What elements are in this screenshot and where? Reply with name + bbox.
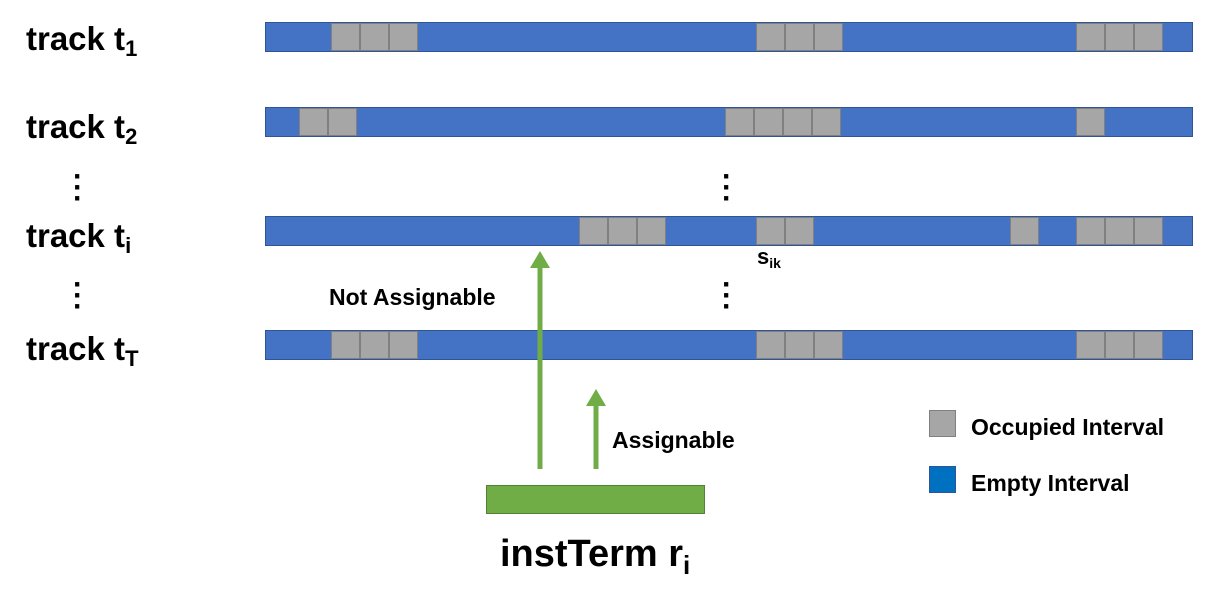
track-bar-2: [265, 107, 1193, 137]
occupied-cell: [1134, 23, 1163, 51]
not-assignable-label: Not Assignable: [329, 284, 496, 310]
not-assignable-arrowhead: [530, 251, 550, 268]
occupied-cell: [1076, 217, 1105, 245]
ellipsis-left-upper: ···: [73, 160, 83, 215]
occupied-cell: [814, 23, 843, 51]
occupied-cell: [1105, 217, 1134, 245]
occupied-cell: [785, 217, 814, 245]
legend-swatch-empty: [929, 466, 956, 493]
occupied-cell: [389, 331, 418, 359]
instterm-label: instTerm ri: [500, 533, 691, 580]
legend-label-empty: Empty Interval: [971, 470, 1130, 496]
instterm-bar: [486, 485, 705, 514]
track-label-1: track t1: [26, 20, 138, 61]
occupied-cell: [637, 217, 666, 245]
occupied-cell: [331, 331, 360, 359]
legend-label-occupied: Occupied Interval: [971, 414, 1165, 440]
ellipsis-center-lower: ···: [722, 268, 732, 323]
occupied-cell: [1105, 23, 1134, 51]
track-label-T: track tT: [26, 330, 139, 371]
occupied-cell: [360, 331, 389, 359]
occupied-cell: [812, 108, 841, 136]
occupied-cell: [360, 23, 389, 51]
occupied-cell: [756, 217, 785, 245]
ellipsis-left-lower: ···: [73, 268, 83, 323]
occupied-cell: [1105, 331, 1134, 359]
occupied-cell: [785, 331, 814, 359]
track-label-i: track ti: [26, 217, 132, 258]
occupied-cell: [328, 108, 357, 136]
occupied-cell: [1076, 108, 1105, 136]
occupied-cell: [1134, 331, 1163, 359]
occupied-cell: [725, 108, 754, 136]
track-bar-T: [265, 330, 1193, 360]
occupied-cell: [814, 331, 843, 359]
occupied-cell: [783, 108, 812, 136]
occupied-cell: [756, 23, 785, 51]
occupied-cell: [579, 217, 608, 245]
track-bar-1: [265, 22, 1193, 52]
occupied-cell: [1076, 23, 1105, 51]
ellipsis-center-upper: ···: [722, 160, 732, 215]
track-bar-i: [265, 216, 1193, 246]
occupied-cell: [754, 108, 783, 136]
occupied-cell: [331, 23, 360, 51]
occupied-cell: [1076, 331, 1105, 359]
track-label-2: track t2: [26, 108, 138, 149]
occupied-cell: [389, 23, 418, 51]
assignable-arrowhead: [586, 389, 606, 406]
occupied-cell: [1010, 217, 1039, 245]
occupied-cell: [608, 217, 637, 245]
occupied-cell: [756, 331, 785, 359]
occupied-cell: [1134, 217, 1163, 245]
assignable-label: Assignable: [612, 427, 735, 453]
occupied-cell: [299, 108, 328, 136]
occupied-cell: [785, 23, 814, 51]
legend-swatch-occupied: [929, 410, 956, 437]
segment-label-sik: sik: [757, 244, 781, 271]
